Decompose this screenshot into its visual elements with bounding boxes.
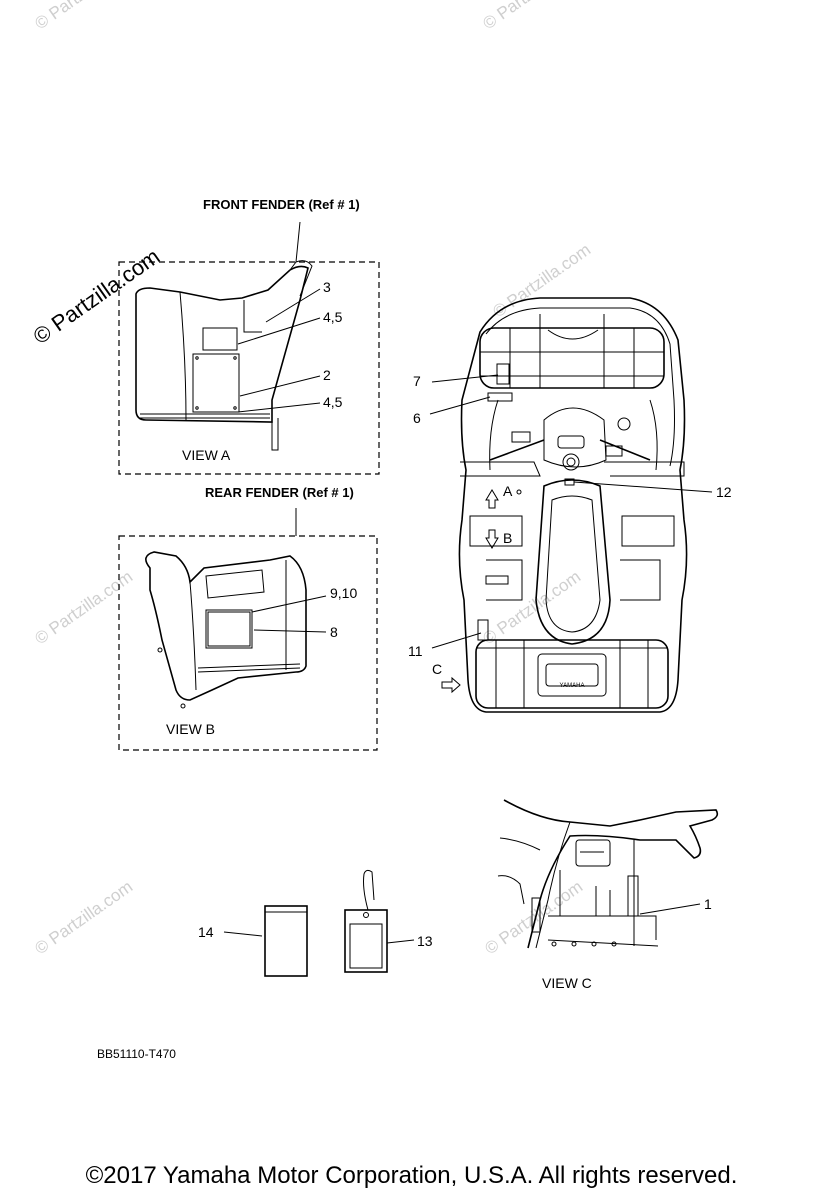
watermark-text: © Partzilla.com: [489, 240, 594, 321]
callout-4-5-lower: 4,5: [323, 394, 343, 410]
yamaha-emblem: YAMAHA: [560, 683, 585, 689]
diagram-code: BB51110-T470: [97, 1047, 176, 1061]
view-a-dashed-box: [118, 261, 380, 475]
view-c-drawing: [497, 799, 719, 949]
callout-6: 6: [413, 410, 421, 426]
atv-top-view: YAMAHA A B C 7 6 11 12: [408, 297, 732, 713]
callout-11: 11: [408, 643, 423, 659]
view-b-label: VIEW B: [166, 721, 215, 737]
front-fender-drawing: [135, 260, 313, 451]
callout-4-5-upper: 4,5: [323, 309, 343, 325]
arrow-c-label: C: [432, 661, 442, 677]
decal-7: [496, 363, 510, 385]
callout-12: 12: [716, 484, 732, 500]
view-c-section: 1 VIEW C: [497, 799, 719, 991]
watermark-logo-text: © Partzilla.com: [29, 244, 165, 350]
watermarks: © Partzilla.com © Partzilla.com © Partzi…: [29, 0, 595, 958]
callout-1: 1: [704, 896, 712, 912]
front-fender-section: FRONT FENDER (Ref # 1) 3 4,5 2 4,5: [118, 197, 380, 475]
arrow-b-icon: [485, 529, 499, 549]
rear-fender-title: REAR FENDER (Ref # 1): [205, 485, 354, 500]
front-fender-pointer-line: [295, 221, 301, 263]
rear-fender-drawing: [145, 551, 307, 709]
copyright-notice: ©2017 Yamaha Motor Corporation, U.S.A. A…: [85, 1162, 738, 1189]
view-a-label: VIEW A: [182, 447, 231, 463]
front-rack: [479, 327, 665, 389]
watermark-text: © Partzilla.com: [479, 567, 584, 648]
callout-8: 8: [330, 624, 338, 640]
arrow-c-icon: [441, 676, 461, 694]
view-b-dashed-box: [118, 535, 378, 751]
callout-9-10: 9,10: [330, 585, 357, 601]
watermark-text: © Partzilla.com: [31, 567, 136, 648]
decal-6: [487, 392, 513, 402]
callout-14: 14: [198, 924, 214, 940]
seat: [535, 479, 611, 645]
view-c-label: VIEW C: [542, 975, 592, 991]
watermark-text: © Partzilla.com: [31, 0, 136, 33]
decal-11: [477, 619, 489, 641]
callout-2: 2: [323, 367, 331, 383]
watermark-text: © Partzilla.com: [481, 877, 586, 958]
watermark-text: © Partzilla.com: [479, 0, 584, 33]
atv-body-outline: [458, 297, 688, 713]
item-13-string: [363, 869, 375, 911]
arrow-a-label: A: [503, 483, 513, 499]
watermark-text: © Partzilla.com: [31, 877, 136, 958]
callout-13: 13: [417, 933, 433, 949]
rear-rack: [475, 639, 669, 709]
arrow-b-label: B: [503, 530, 512, 546]
callout-3: 3: [323, 279, 331, 295]
front-fender-title: FRONT FENDER (Ref # 1): [203, 197, 360, 212]
arrow-a-icon: [485, 489, 499, 509]
rear-fender-section: REAR FENDER (Ref # 1) 9,10 8 VIEW B: [118, 485, 378, 751]
item-14-sheet: [264, 905, 308, 977]
callout-7: 7: [413, 373, 421, 389]
loose-items: 14 13: [198, 869, 433, 977]
item-13-tag: [344, 909, 388, 973]
